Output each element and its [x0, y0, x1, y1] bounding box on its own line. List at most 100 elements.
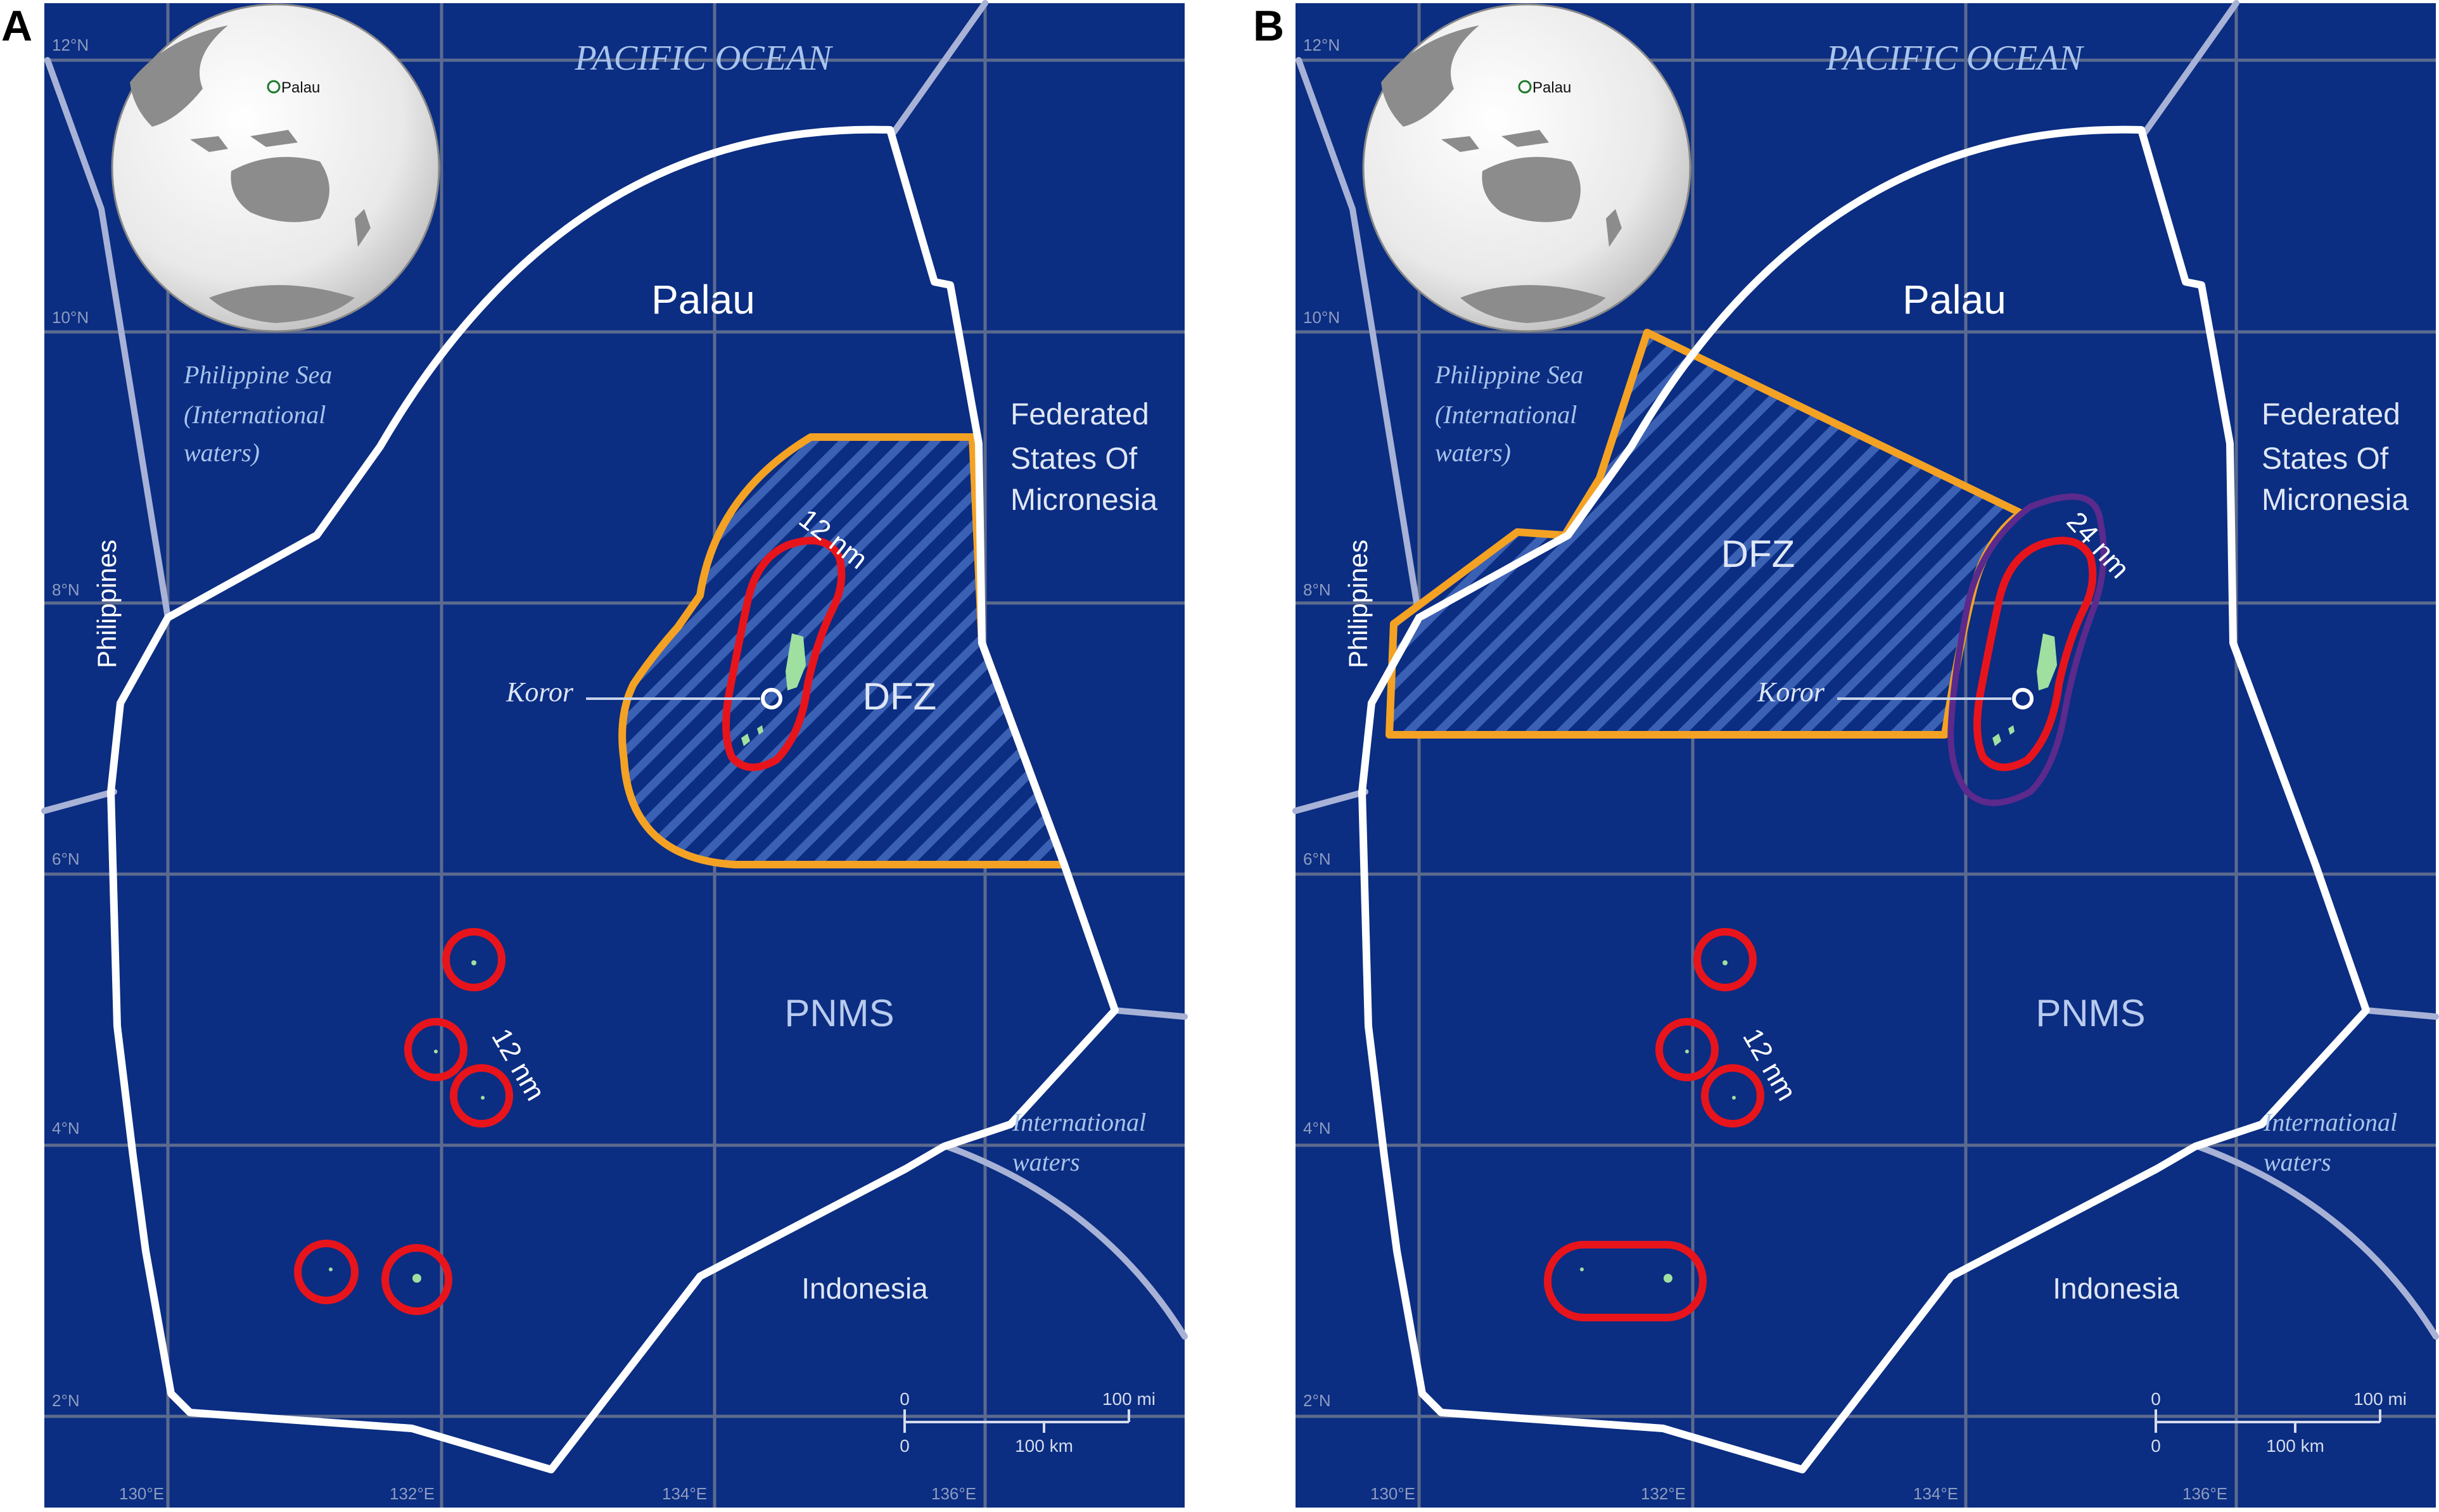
fsm-label: Federated: [2262, 398, 2400, 431]
longitude-label: 134°E: [1913, 1484, 1958, 1503]
fsm-north-boundary: [890, 0, 988, 136]
australia-landmass: [1482, 156, 1581, 222]
pnms-label: PNMS: [2035, 992, 2145, 1034]
globe-palau-label: Palau: [1532, 79, 1571, 96]
sonsorol-island: [329, 1267, 333, 1271]
sw-island-12nm-ring: [404, 1018, 468, 1081]
sw-island-12nm-ring: [1701, 1064, 1764, 1128]
latitude-label: 2°N: [1303, 1391, 1331, 1410]
panel-letter-a: A: [1, 2, 33, 50]
fsm-label: States Of: [2262, 442, 2389, 476]
panel-letter-b: B: [1253, 2, 1285, 50]
philippines-label: Philippines: [92, 540, 122, 668]
pnms-label: PNMS: [784, 992, 894, 1034]
scale-km-label: 100 km: [2266, 1436, 2324, 1456]
koror-marker-icon: [761, 688, 782, 709]
new-zealand-landmass: [1606, 209, 1622, 247]
globe-palau-marker: [267, 80, 281, 94]
latitude-label: 2°N: [52, 1391, 80, 1410]
philippine-sea-label: (International: [1435, 400, 1577, 429]
sw-island: [434, 1050, 438, 1053]
sw-island-12nm-ring: [442, 928, 506, 991]
latitude-label: 8°N: [1303, 580, 1331, 599]
ocean-label: PACIFIC OCEAN: [1826, 39, 2085, 78]
palau-eez-boundary: [107, 125, 1119, 1473]
western-boundary-stub: [41, 789, 117, 814]
scale-mi-label: 100 mi: [2353, 1389, 2407, 1409]
latitude-label: 4°N: [1303, 1119, 1331, 1138]
fsm-label: Federated: [1010, 398, 1149, 431]
dfz-label: DFZ: [1721, 533, 1795, 575]
country-label: Palau: [1902, 277, 2006, 322]
philippine-sea-label: Philippine Sea: [1434, 360, 1583, 389]
indonesia-landmass: [1441, 136, 1479, 152]
philippines-boundary: [44, 57, 171, 621]
philippine-sea-label: Philippine Sea: [183, 360, 332, 389]
sw-island: [1732, 1096, 1736, 1100]
philippines-label: Philippines: [1343, 540, 1373, 668]
philippine-sea-label: waters): [184, 438, 260, 467]
latitude-label: 10°N: [1303, 308, 1340, 327]
sw-island-12nm-ring: [1693, 928, 1757, 991]
latitude-label: 6°N: [52, 849, 80, 868]
sonsorol-12nm-ring: [294, 1240, 359, 1304]
fsm-east-boundary: [2363, 1007, 2439, 1020]
philippine-sea-label: waters): [1435, 438, 1511, 467]
babeldaob-island: [2037, 633, 2057, 690]
indonesia-label: Indonesia: [801, 1272, 928, 1305]
fsm-label: Micronesia: [1010, 483, 1157, 517]
scale-zero-label: 0: [900, 1436, 910, 1456]
indonesia-label: Indonesia: [2053, 1272, 2179, 1305]
international-waters-label: International: [1012, 1108, 1146, 1136]
longitude-label: 130°E: [1370, 1484, 1415, 1503]
dfz-label: DFZ: [863, 675, 937, 718]
international-waters-label: waters: [2264, 1148, 2331, 1176]
sw-island: [471, 960, 476, 965]
new-guinea-landmass: [250, 130, 298, 147]
philippine-sea-label: (International: [184, 400, 326, 429]
scale-zero-label: 0: [2151, 1389, 2161, 1409]
tobi-island: [412, 1274, 421, 1283]
scale-mi-label: 100 mi: [1102, 1389, 1156, 1409]
sw-island-12nm-ring: [450, 1064, 513, 1128]
country-label: Palau: [651, 277, 755, 322]
indonesia-landmass: [190, 136, 228, 152]
koror-label: Koror: [506, 677, 574, 708]
tobi-island: [1664, 1274, 1672, 1283]
sw-island: [481, 1096, 485, 1100]
koror-label: Koror: [1757, 677, 1825, 708]
indonesia-intl-boundary: [2195, 1143, 2439, 1340]
small-island: [741, 734, 750, 746]
fsm-label: Micronesia: [2262, 483, 2409, 517]
indonesia-intl-boundary: [944, 1143, 1188, 1340]
scale-zero-label: 0: [2151, 1436, 2161, 1456]
koror-marker-icon: [2012, 688, 2034, 709]
asia-landmass: [130, 25, 228, 127]
longitude-label: 132°E: [390, 1484, 435, 1503]
asia-landmass: [1381, 25, 1479, 127]
latitude-label: 6°N: [1303, 849, 1331, 868]
sonsorol-island: [1580, 1267, 1584, 1271]
philippines-boundary: [1296, 57, 1422, 621]
longitude-label: 130°E: [119, 1484, 164, 1503]
scale-zero-label: 0: [900, 1389, 910, 1409]
new-guinea-landmass: [1501, 130, 1549, 147]
longitude-label: 132°E: [1641, 1484, 1686, 1503]
antarctica-landmass: [1460, 285, 1606, 323]
international-waters-label: waters: [1012, 1148, 1080, 1176]
globe-landmasses: [130, 25, 371, 323]
longitude-label: 136°E: [2182, 1484, 2227, 1503]
small-island: [1992, 734, 2001, 746]
international-waters-label: International: [2263, 1108, 2397, 1136]
buffer-24nm-boundary: [1947, 493, 2107, 806]
scale-km-label: 100 km: [1015, 1436, 1073, 1456]
globe-landmasses: [1381, 25, 1622, 323]
latitude-label: 12°N: [52, 35, 89, 54]
longitude-label: 136°E: [931, 1484, 976, 1503]
fsm-east-boundary: [1112, 1007, 1188, 1020]
sw-island: [1723, 960, 1728, 965]
